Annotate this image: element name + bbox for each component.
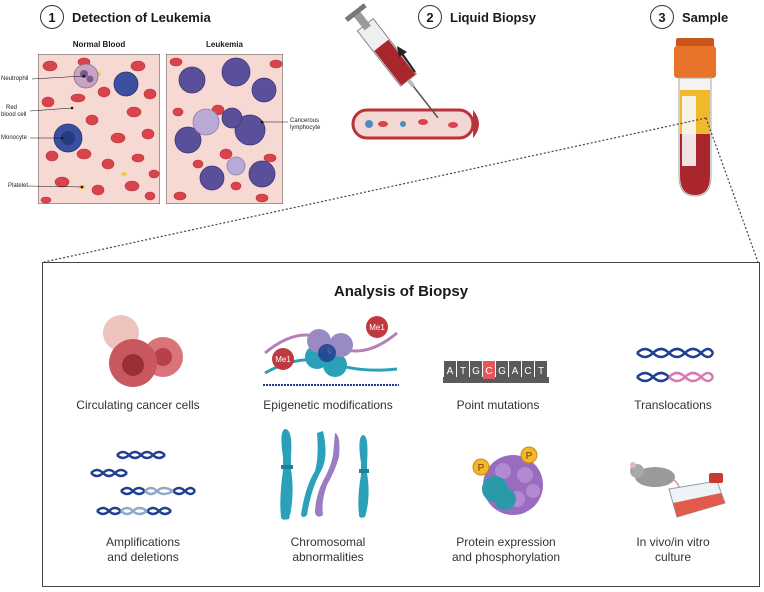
tube-cap bbox=[674, 46, 716, 78]
leukemia-label: Leukemia bbox=[206, 40, 243, 49]
base-letter: T bbox=[538, 366, 544, 377]
step-3-title: Sample bbox=[682, 9, 729, 25]
caption-circulating-cancer-cells: Circulating cancer cells bbox=[76, 398, 200, 412]
phospho-p-right bbox=[520, 446, 538, 464]
callout-monocyte: Monocyte bbox=[1, 135, 28, 141]
base-tile bbox=[522, 361, 534, 379]
callout-cancerous-line2: lymphocyte bbox=[290, 125, 321, 131]
base-tile bbox=[535, 361, 547, 379]
base-letter: A bbox=[447, 366, 454, 377]
sample-tube bbox=[674, 38, 716, 197]
normal-blood-label: Normal Blood bbox=[72, 40, 126, 49]
base-tile bbox=[457, 361, 469, 379]
me1-label-left: Me1 bbox=[275, 355, 291, 364]
callout-platelet: Platelet bbox=[8, 183, 29, 189]
base-letter: T bbox=[460, 366, 466, 377]
step-3-header: 3 Sample bbox=[650, 5, 728, 29]
callout-leader-lines bbox=[27, 74, 288, 189]
culture-flask bbox=[668, 473, 726, 518]
me1-mark-right bbox=[366, 316, 388, 338]
base-letter: C bbox=[524, 366, 531, 377]
step-2-header: 2 Liquid Biopsy bbox=[418, 5, 536, 29]
callout-rbc-line1: Red bbox=[6, 105, 18, 111]
protein-phosphorylation-icon: P P bbox=[472, 446, 543, 515]
me1-mark-left bbox=[272, 348, 294, 370]
callout-cancerous-line1: Cancerous bbox=[290, 118, 320, 124]
cancerous-lymphocyte-cell bbox=[234, 114, 266, 146]
base-letter: C bbox=[485, 366, 492, 377]
culture-icon bbox=[630, 462, 726, 518]
base-tile bbox=[444, 361, 456, 379]
base-letter: G bbox=[472, 366, 480, 377]
translocations-icon bbox=[636, 347, 715, 383]
circulating-cancer-cells-icon bbox=[103, 315, 183, 387]
base-tile bbox=[509, 361, 521, 379]
amplifications-deletions-icon bbox=[90, 450, 196, 516]
step-1-header: 1 Detection of Leukemia bbox=[40, 5, 211, 29]
base-letter: G bbox=[498, 366, 506, 377]
step-1-number: 1 bbox=[40, 5, 64, 29]
step-1-title: Detection of Leukemia bbox=[72, 9, 211, 25]
base-letter: A bbox=[512, 366, 519, 377]
phospho-p-left bbox=[472, 458, 490, 476]
analysis-title: Analysis of Biopsy bbox=[333, 283, 469, 300]
step-3-number: 3 bbox=[650, 5, 674, 29]
step-2-title: Liquid Biopsy bbox=[450, 9, 536, 25]
syringe bbox=[344, 3, 439, 119]
p-label-right: P bbox=[526, 451, 533, 462]
caption-translocations: Translocations bbox=[634, 398, 712, 412]
base-tile bbox=[496, 361, 508, 379]
p-label-left: P bbox=[478, 463, 485, 474]
mutated-base-tile bbox=[483, 361, 495, 379]
step-2-number: 2 bbox=[418, 5, 442, 29]
base-tile bbox=[470, 361, 482, 379]
mouse bbox=[630, 462, 681, 500]
callout-neutrophil: Neutrophil bbox=[1, 76, 29, 82]
liquid-biopsy-illustration bbox=[344, 3, 479, 140]
normal-blood-smear bbox=[38, 54, 160, 204]
epigenetic-modifications-icon: Me1 Me1 bbox=[263, 316, 399, 386]
callout-rbc-line2: blood cell bbox=[1, 112, 27, 118]
me1-label-right: Me1 bbox=[369, 323, 385, 332]
caption-point-mutations: Point mutations bbox=[456, 398, 540, 412]
chromosomal-abnormalities-icon bbox=[280, 429, 369, 520]
caption-epigenetic-modifications: Epigenetic modifications bbox=[263, 398, 393, 412]
analysis-panel: Analysis of Biopsy Circulating cancer ce… bbox=[42, 262, 760, 587]
leukemia-blood-smear bbox=[166, 54, 283, 204]
withdraw-arrow bbox=[397, 46, 416, 73]
